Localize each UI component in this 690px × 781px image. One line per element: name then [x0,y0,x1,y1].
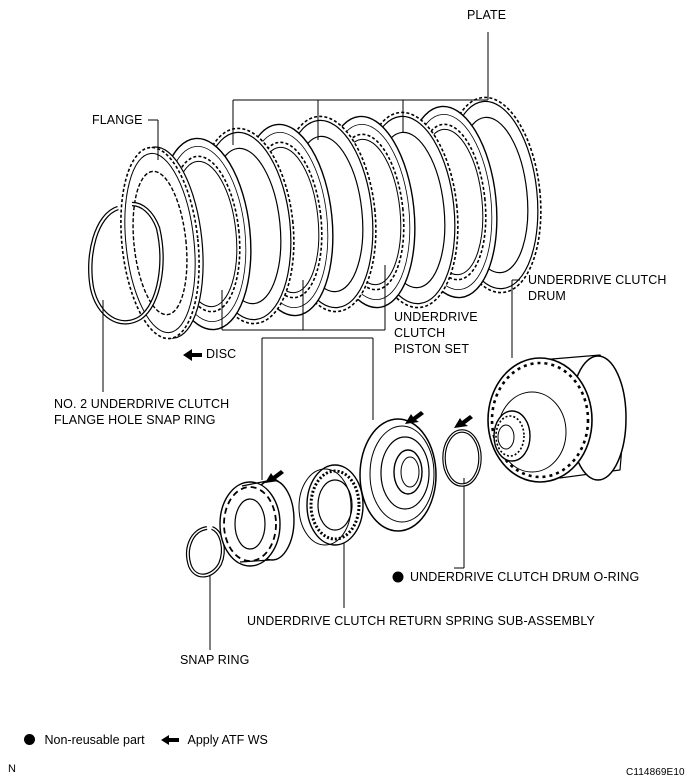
o-ring [442,429,482,487]
legend-apply-atf: Apply ATF WS [187,733,268,747]
clutch-drum [487,354,627,483]
corner-letter: N [8,763,17,775]
label-flange: FLANGE [92,113,143,127]
clutch-piston [219,479,295,567]
non-reusable-dot-icon [392,571,404,583]
left-arrow-icon [161,735,180,745]
clutch-pack [88,91,551,340]
apply-atf-arrow-icon [265,411,473,483]
label-o-ring: UNDERDRIVE CLUTCH DRUM O-RING [410,570,640,584]
filled-circle-icon [24,734,35,745]
return-spring [298,464,364,546]
legend-non-reusable: Non-reusable part [44,733,145,747]
label-piston-line1: UNDERDRIVE [394,310,478,324]
label-drum-line2: DRUM [528,289,566,303]
disc-arrow-icon [183,349,202,361]
flange-hole-snap-ring [88,201,164,325]
label-disc: DISC [206,347,237,361]
figure-code: C114869E10 [626,767,685,778]
label-snap-ring-line1: NO. 2 UNDERDRIVE CLUTCH [54,397,230,411]
label-plate: PLATE [467,8,507,22]
snap-ring [186,526,225,578]
leader-lines [102,32,520,650]
label-drum-line1: UNDERDRIVE CLUTCH [528,273,667,287]
label-snap-ring: SNAP RING [180,653,250,667]
piston-dish [359,418,437,532]
legend: Non-reusable part Apply ATF WS [24,733,268,748]
label-piston-line2: CLUTCH [394,326,446,340]
label-piston-line3: PISTON SET [394,342,470,356]
label-snap-ring-line2: FLANGE HOLE SNAP RING [54,413,216,427]
label-return-spring: UNDERDRIVE CLUTCH RETURN SPRING SUB-ASSE… [247,614,595,628]
